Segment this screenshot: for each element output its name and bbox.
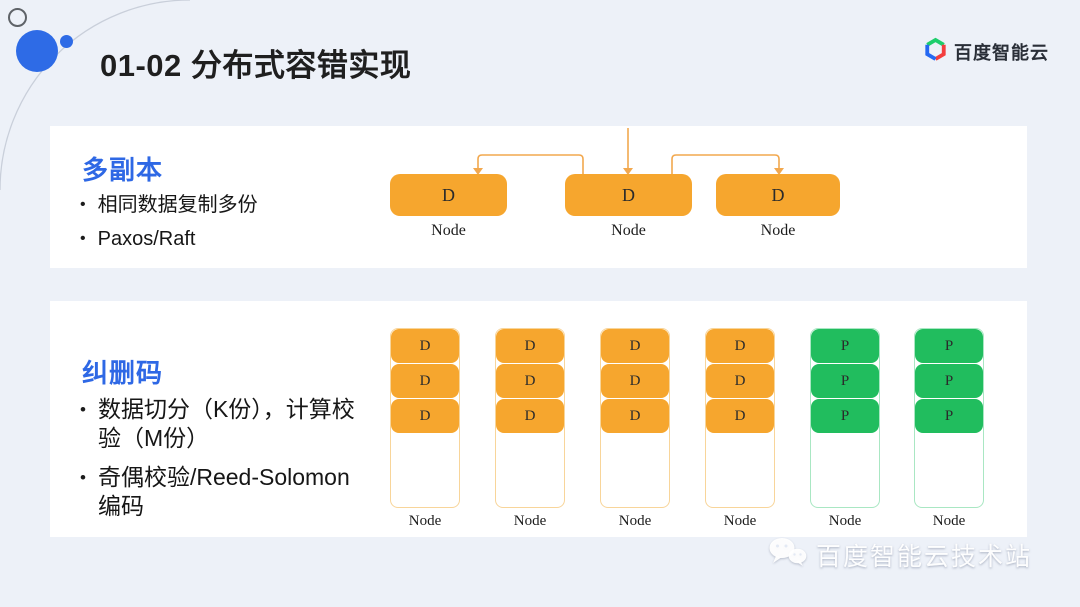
wechat-icon [768,536,808,574]
erasure-node-column: D D D Node [600,328,670,530]
parity-block: P [811,399,879,433]
data-block: D [706,364,774,398]
data-block: D [496,329,564,363]
parity-block: P [811,329,879,363]
replica-node: D Node [390,174,507,240]
node-label: Node [611,222,646,239]
data-block: D [391,399,459,433]
list-item: 奇偶校验/Reed-Solomon 编码 [80,463,355,521]
parity-block: P [915,399,983,433]
data-block: D [391,329,459,363]
node-label: Node [932,513,966,529]
erasure-bullets: 数据切分（K份），计算校 验（M份） 奇偶校验/Reed-Solomon 编码 [80,395,355,531]
list-item: Paxos/Raft [80,222,258,256]
decor-ring [8,8,27,27]
node-label: Node [408,513,442,529]
data-block: D [496,364,564,398]
replication-panel: 多副本 相同数据复制多份 Paxos/Raft D Node D Node D … [50,126,1027,268]
brand-logo: 百度智能云 [924,37,1049,67]
node-frame: D D D [495,328,565,508]
data-block: D [706,399,774,433]
watermark: 百度智能云技术站 [768,536,1032,574]
data-block: D [706,329,774,363]
node-label: Node [431,222,466,239]
node-frame: D D D [600,328,670,508]
erasure-parity-column: P P P Node [810,328,880,530]
node-frame: P P P [914,328,984,508]
erasure-heading: 纠删码 [82,358,164,388]
erasure-node-column: D D D Node [705,328,775,530]
data-block: D [601,399,669,433]
node-frame: D D D [390,328,460,508]
erasure-node-column: D D D Node [390,328,460,530]
replica-node: D Node [565,174,692,240]
erasure-parity-column: P P P Node [914,328,984,530]
parity-block: P [915,364,983,398]
node-label: Node [618,513,652,529]
node-label: Node [723,513,757,529]
data-block: D [601,329,669,363]
replication-heading: 多副本 [82,155,164,185]
data-block: D [391,364,459,398]
data-block: D [716,174,840,216]
replication-bullets: 相同数据复制多份 Paxos/Raft [80,188,258,256]
data-block: D [565,174,692,216]
parity-block: P [811,364,879,398]
erasure-node-column: D D D Node [495,328,565,530]
replica-node: D Node [716,174,840,240]
node-frame: D D D [705,328,775,508]
watermark-text: 百度智能云技术站 [816,543,1033,571]
node-label: Node [760,222,796,239]
node-label: Node [828,513,862,529]
decor-blue-circle [16,30,58,72]
decor-blue-dot [60,35,73,48]
page-title: 01-02 分布式容错实现 [100,48,412,83]
brand-name: 百度智能云 [954,43,1049,63]
data-block: D [390,174,507,216]
list-item: 相同数据复制多份 [80,188,258,222]
node-label: Node [513,513,547,529]
node-frame: P P P [810,328,880,508]
parity-block: P [915,329,983,363]
list-item: 数据切分（K份），计算校 验（M份） [80,395,355,453]
data-block: D [601,364,669,398]
baidu-cloud-hexagon-icon [924,37,947,67]
erasure-panel: 纠删码 数据切分（K份），计算校 验（M份） 奇偶校验/Reed-Solomon… [50,301,1027,537]
data-block: D [496,399,564,433]
